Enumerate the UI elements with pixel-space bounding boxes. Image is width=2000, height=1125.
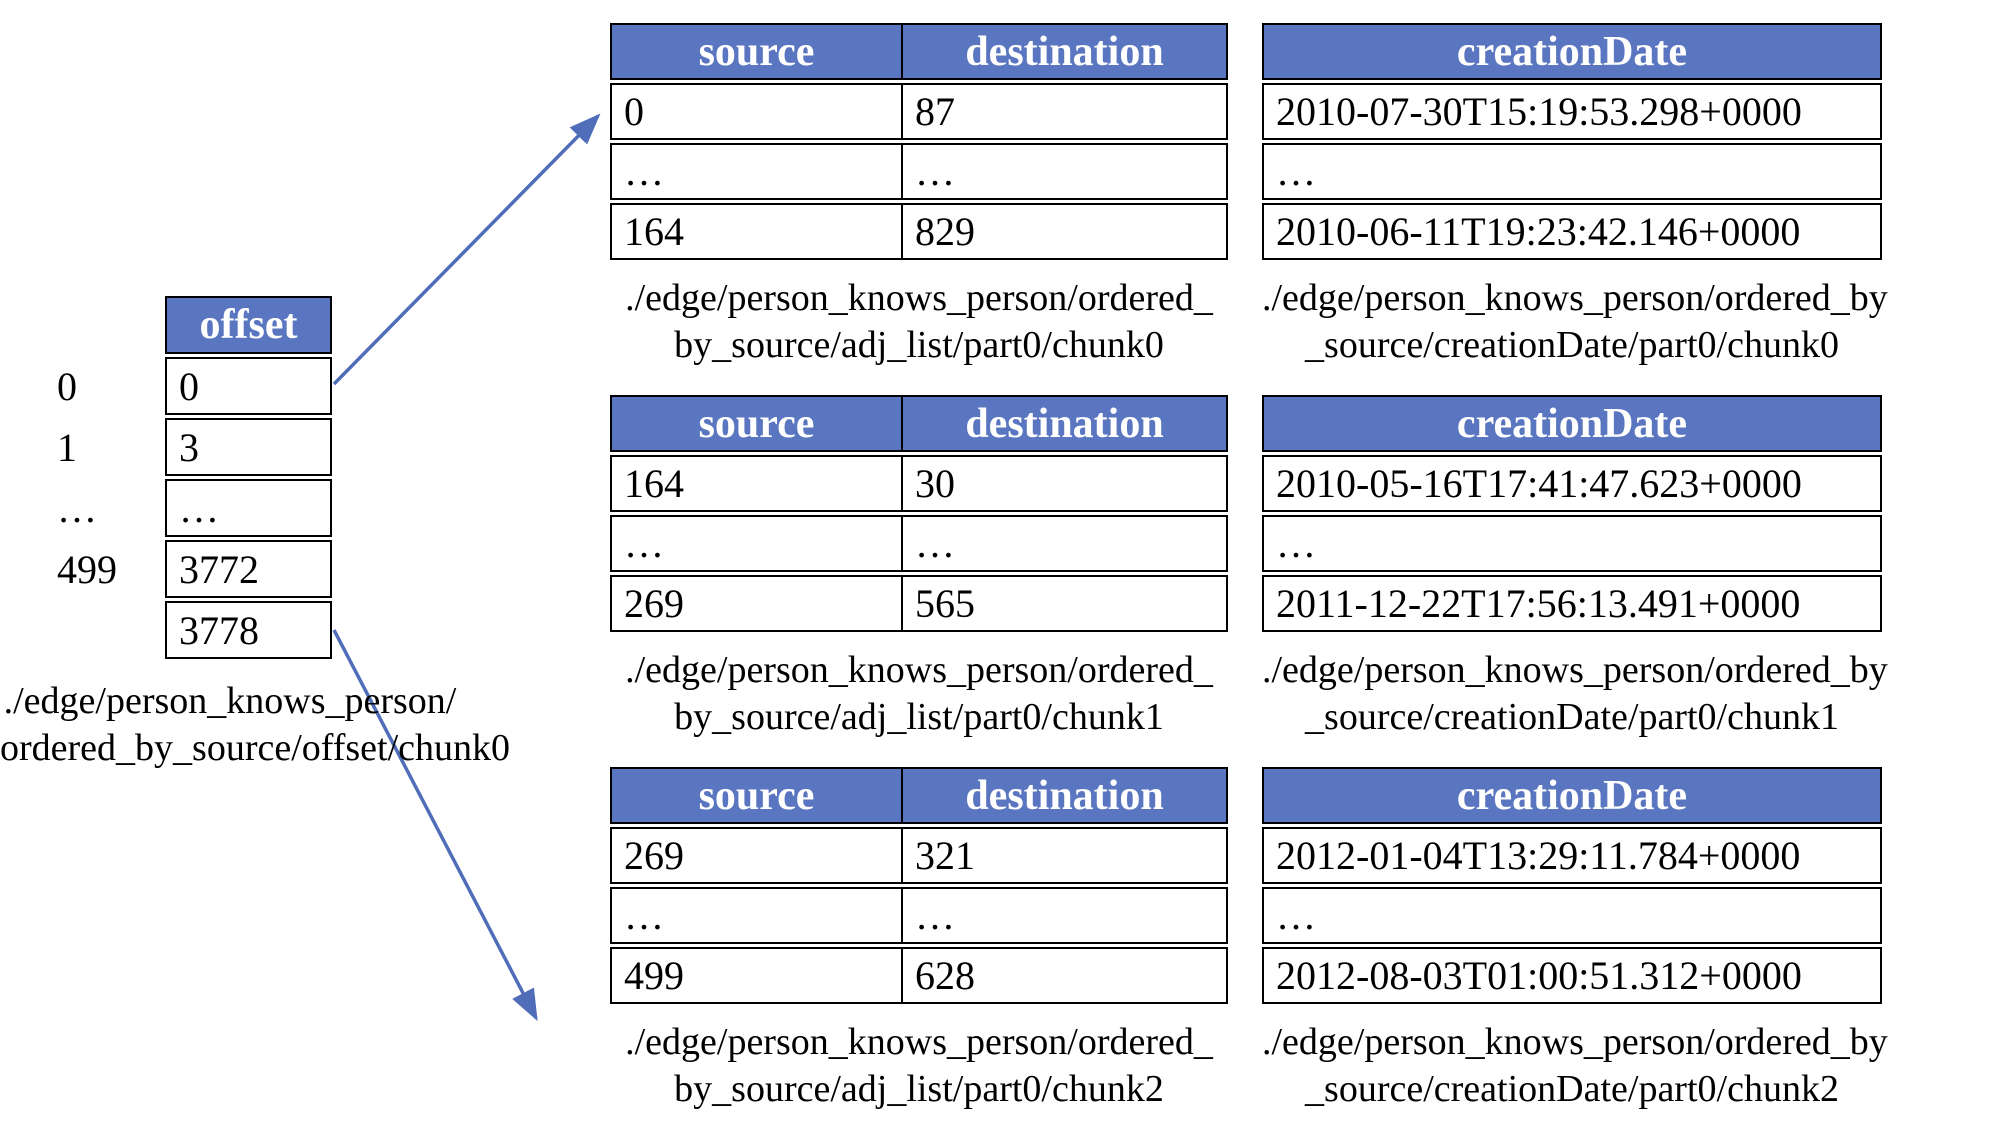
arrow-offset-row0-to-chunk0-icon [332, 113, 601, 386]
adj-cell: 0 [610, 83, 903, 140]
creationdate-file-path: ./edge/person_knows_person/ordered_by _s… [1262, 275, 1888, 369]
offset-row-index: 499 [57, 546, 117, 592]
creationdate-cell: … [1262, 515, 1882, 572]
creationdate-file-path-line1: ./edge/person_knows_person/ordered_by [1262, 1021, 1888, 1063]
creationdate-file-path: ./edge/person_knows_person/ordered_by _s… [1262, 647, 1888, 741]
adj-list-table-chunk2: source destination 269 321 … … 499 628 [610, 767, 1228, 1004]
adj-list-file-path-line1: ./edge/person_knows_person/ordered_ [625, 1021, 1213, 1063]
creationdate-file-path-line2: _source/creationDate/part0/chunk2 [1305, 1068, 1839, 1110]
adj-cell: … [610, 515, 903, 572]
creationdate-column-header: creationDate [1262, 767, 1882, 824]
adj-list-file-path-line2: by_source/adj_list/part0/chunk0 [674, 324, 1164, 366]
creationdate-cell: … [1262, 143, 1882, 200]
destination-column-header: destination [901, 23, 1228, 80]
adj-cell: … [901, 515, 1228, 572]
creationdate-cell: 2011-12-22T17:56:13.491+0000 [1262, 575, 1882, 632]
adj-cell: 565 [901, 575, 1228, 632]
adj-cell: … [901, 887, 1228, 944]
offset-row-index: 0 [57, 363, 77, 409]
adj-cell: 321 [901, 827, 1228, 884]
creationdate-table-chunk2: creationDate 2012-01-04T13:29:11.784+000… [1262, 767, 1882, 1004]
adj-list-file-path: ./edge/person_knows_person/ordered_ by_s… [610, 647, 1228, 741]
offset-row-index: 1 [57, 424, 77, 470]
source-column-header: source [610, 23, 903, 80]
adj-list-file-path-line1: ./edge/person_knows_person/ordered_ [625, 649, 1213, 691]
offset-cell: 3778 [165, 601, 332, 659]
offset-file-path-line2: ordered_by_source/offset/chunk0 [0, 727, 511, 769]
adj-cell: … [610, 143, 903, 200]
adj-cell: 87 [901, 83, 1228, 140]
adj-cell: 829 [901, 203, 1228, 260]
adj-cell: 269 [610, 575, 903, 632]
offset-cell: 3 [165, 418, 332, 476]
creationdate-file-path-line1: ./edge/person_knows_person/ordered_by [1262, 649, 1888, 691]
adj-cell: 628 [901, 947, 1228, 1004]
creationdate-file-path-line2: _source/creationDate/part0/chunk1 [1305, 696, 1839, 738]
creationdate-cell: 2010-05-16T17:41:47.623+0000 [1262, 455, 1882, 512]
adj-list-table-chunk1: source destination 164 30 … … 269 565 [610, 395, 1228, 632]
creationdate-table-chunk1: creationDate 2010-05-16T17:41:47.623+000… [1262, 395, 1882, 632]
adj-list-file-path-line2: by_source/adj_list/part0/chunk2 [674, 1068, 1164, 1110]
creationdate-column-header: creationDate [1262, 23, 1882, 80]
adj-list-file-path-line1: ./edge/person_knows_person/ordered_ [625, 277, 1213, 319]
offset-file-path-line1: ./edge/person_knows_person/ [3, 680, 457, 722]
adj-cell: … [901, 143, 1228, 200]
adj-cell: 164 [610, 455, 903, 512]
offset-row-index: … [57, 485, 97, 531]
offset-file-path: ./edge/person_knows_person/ ordered_by_s… [0, 678, 511, 772]
creationdate-cell: 2010-07-30T15:19:53.298+0000 [1262, 83, 1882, 140]
creationdate-file-path: ./edge/person_knows_person/ordered_by _s… [1262, 1019, 1888, 1113]
creationdate-file-path-line2: _source/creationDate/part0/chunk0 [1305, 324, 1839, 366]
adj-list-file-path: ./edge/person_knows_person/ordered_ by_s… [610, 275, 1228, 369]
creationdate-column-header: creationDate [1262, 395, 1882, 452]
source-column-header: source [610, 395, 903, 452]
adj-list-file-path-line2: by_source/adj_list/part0/chunk1 [674, 696, 1164, 738]
offset-cell: 3772 [165, 540, 332, 598]
creationdate-table-chunk0: creationDate 2010-07-30T15:19:53.298+000… [1262, 23, 1882, 260]
destination-column-header: destination [901, 395, 1228, 452]
creationdate-cell: 2012-08-03T01:00:51.312+0000 [1262, 947, 1882, 1004]
creationdate-cell: 2010-06-11T19:23:42.146+0000 [1262, 203, 1882, 260]
adj-cell: 269 [610, 827, 903, 884]
offset-cell: … [165, 479, 332, 537]
offset-header: offset [165, 296, 332, 354]
offset-cell: 0 [165, 357, 332, 415]
destination-column-header: destination [901, 767, 1228, 824]
adj-cell: 499 [610, 947, 903, 1004]
adj-list-file-path: ./edge/person_knows_person/ordered_ by_s… [610, 1019, 1228, 1113]
creationdate-cell: … [1262, 887, 1882, 944]
adj-cell: 164 [610, 203, 903, 260]
offset-table: offset 0 3 … 3772 3778 [165, 296, 332, 659]
source-column-header: source [610, 767, 903, 824]
creationdate-file-path-line1: ./edge/person_knows_person/ordered_by [1262, 277, 1888, 319]
creationdate-cell: 2012-01-04T13:29:11.784+0000 [1262, 827, 1882, 884]
adj-cell: 30 [901, 455, 1228, 512]
adj-list-table-chunk0: source destination 0 87 … … 164 829 [610, 23, 1228, 260]
adj-cell: … [610, 887, 903, 944]
